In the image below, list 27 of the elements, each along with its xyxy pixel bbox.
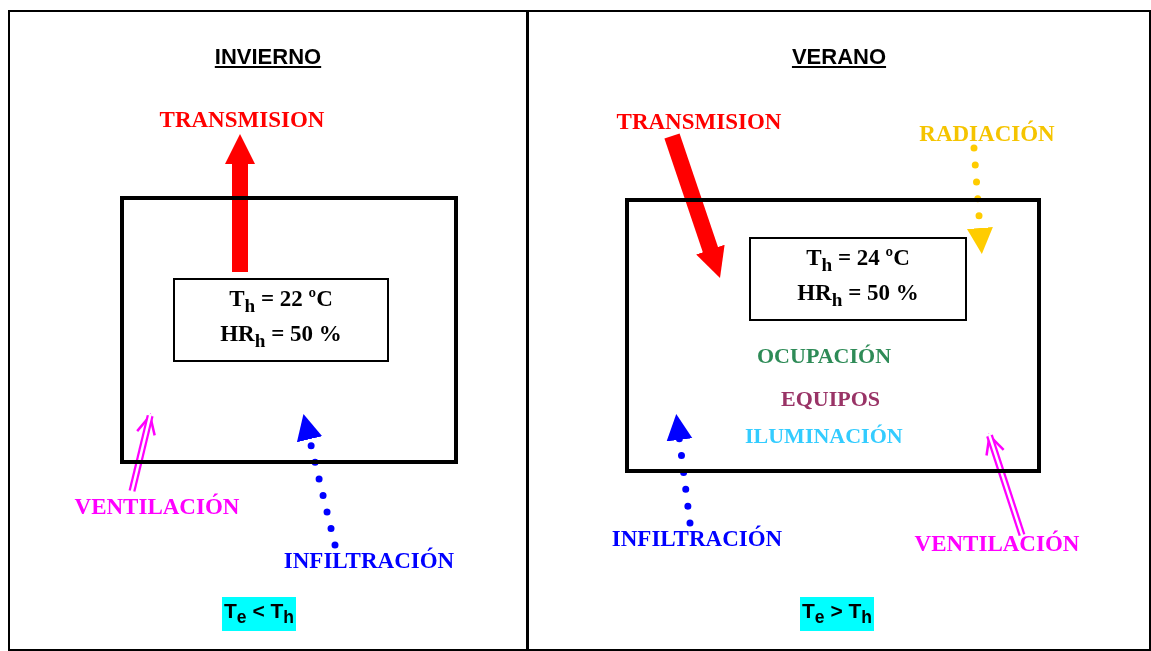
heading: VERANO (790, 44, 888, 70)
panel (8, 10, 528, 651)
room-note: ILUMINACIÓN (745, 422, 903, 450)
conditions-box: T$_{h}$ = 22 ºC HR$_{h}$ = 50 % (173, 278, 389, 362)
heat-flow-label: TRANSMISION (142, 106, 342, 136)
heat-flow-label: TRANSMISION (599, 108, 799, 138)
heading: INVIERNO (213, 44, 323, 70)
panel (527, 10, 1151, 651)
heat-flow-label: VENTILACIÓN (897, 530, 1097, 560)
conditions-box: T$_{h}$ = 24 ºC HR$_{h}$ = 50 % (749, 237, 967, 321)
heat-flow-label: RADIACIÓN (902, 120, 1072, 150)
arrow (296, 413, 339, 549)
condition-tag: T$_{e}$ > T$_{h}$ (800, 597, 875, 632)
heat-flow-label: INFILTRACIÓN (592, 525, 802, 555)
room-box (120, 196, 458, 464)
arrow (664, 133, 725, 278)
room-note: EQUIPOS (781, 385, 881, 413)
heat-flow-label: VENTILACIÓN (57, 493, 257, 523)
arrow (985, 434, 1026, 537)
arrow (666, 414, 694, 527)
heat-flow-label: INFILTRACIÓN (264, 547, 474, 577)
arrow (966, 144, 993, 254)
condition-tag: T$_{e}$ < T$_{h}$ (222, 597, 297, 632)
arrow (225, 134, 255, 272)
room-note: OCUPACIÓN (757, 342, 892, 370)
room-box (625, 198, 1041, 473)
arrow (128, 414, 156, 492)
